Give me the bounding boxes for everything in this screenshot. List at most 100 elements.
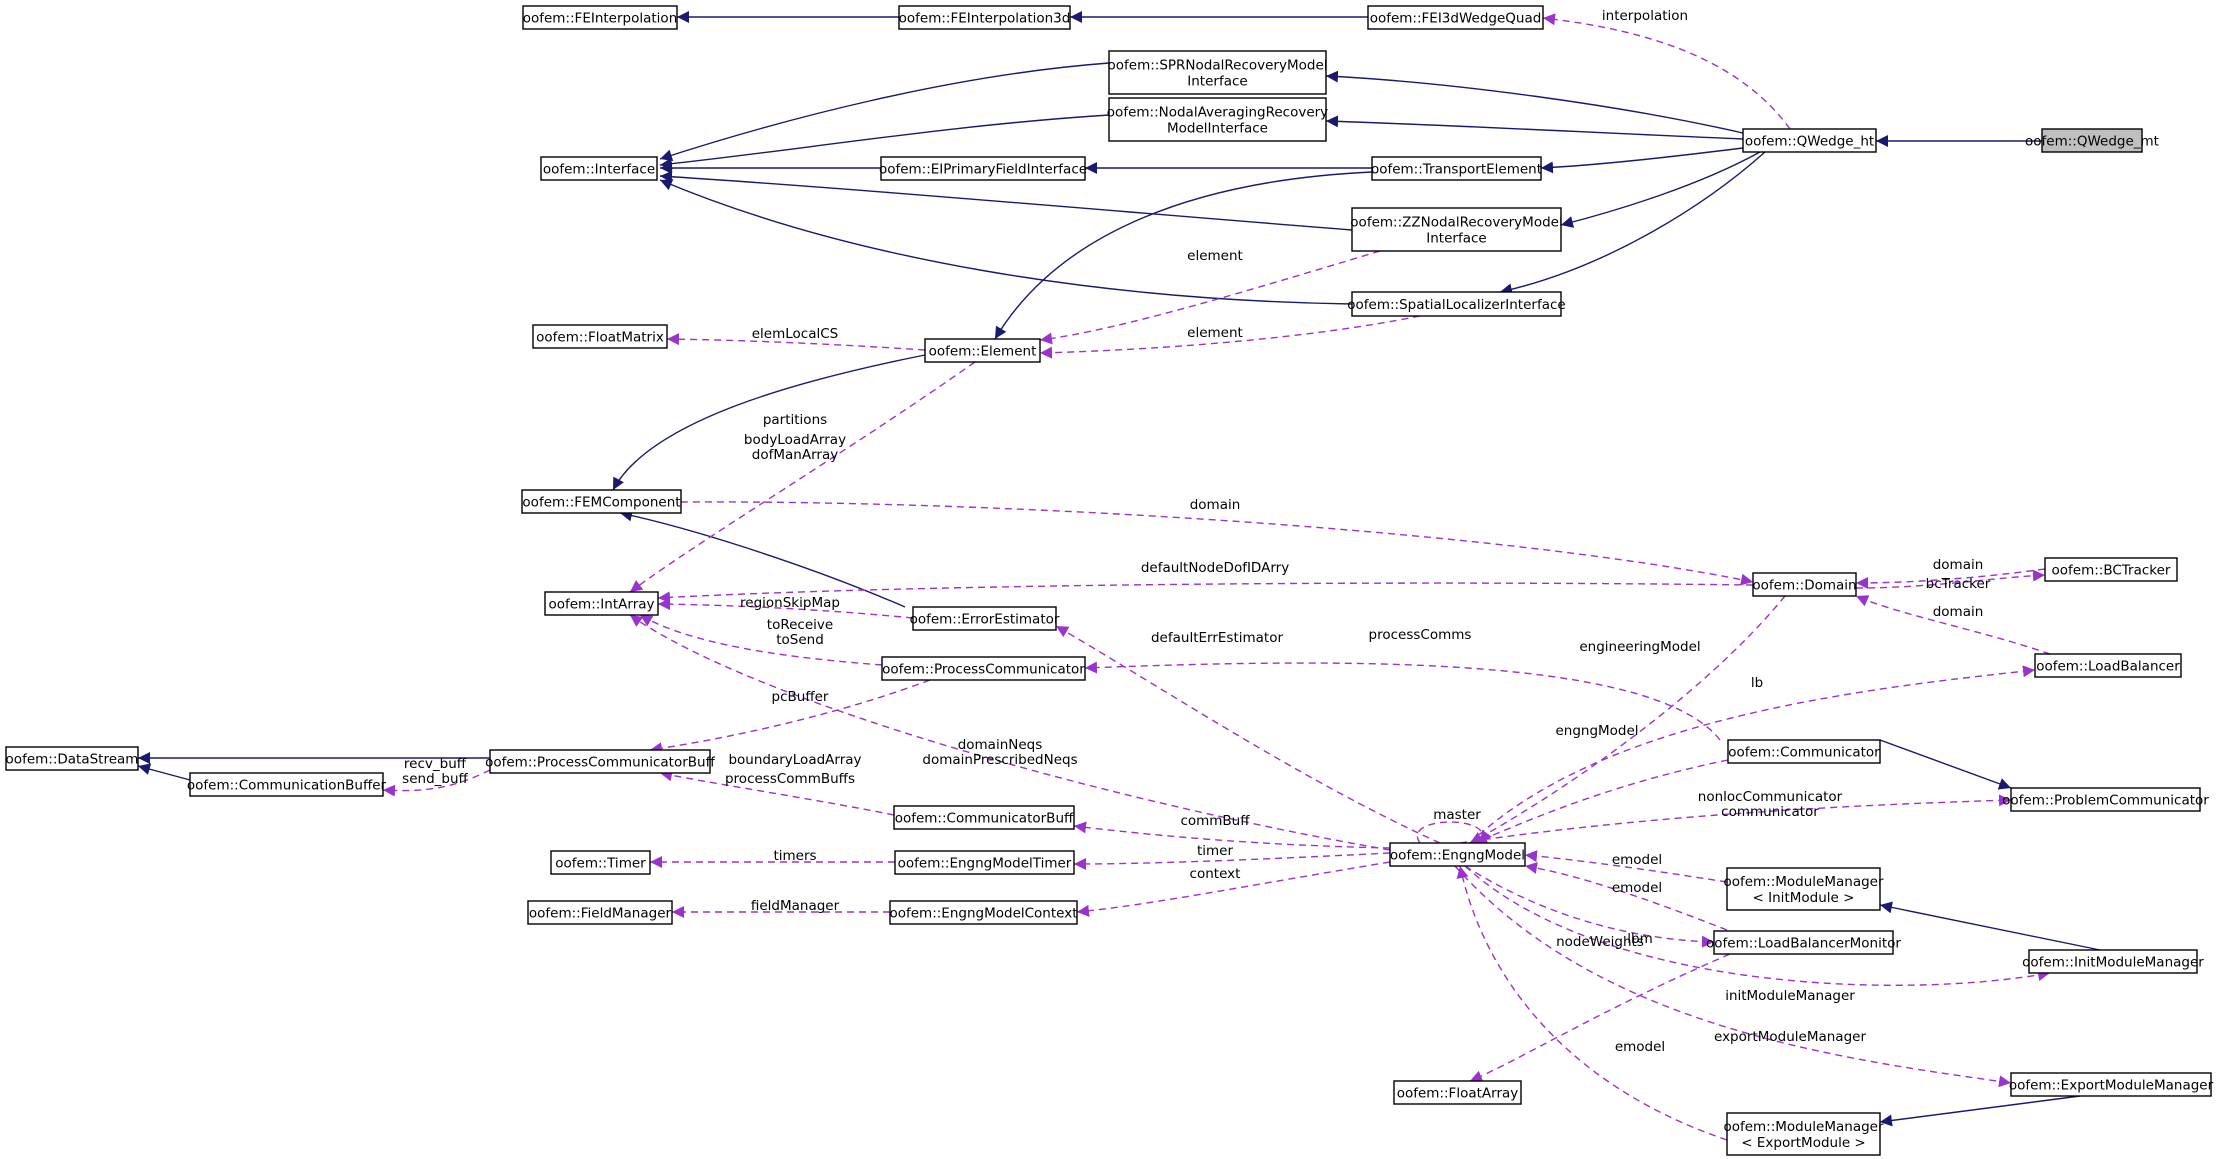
edge-label: commBuff — [1180, 813, 1250, 829]
class-name: oofem::ExportModuleManager — [2009, 1078, 2214, 1094]
usage-edge-u2 — [1039, 250, 1381, 345]
class-node-emcontext[interactable]: oofem::EngngModelContext — [889, 900, 1078, 925]
inheritance-edge-e9 — [659, 62, 1110, 161]
class-node-emtimer[interactable]: oofem::EngngModelTimer — [894, 850, 1075, 875]
usage-edge-u20 — [659, 769, 895, 816]
class-node-qwedge_mt[interactable]: oofem::QWedge_mt — [2025, 128, 2159, 153]
class-node-floatarray[interactable]: oofem::FloatArray — [1393, 1080, 1522, 1105]
edge-label: engineeringModel — [1579, 639, 1700, 655]
edge-label: bcTracker — [1926, 576, 1991, 592]
edge-label: initModuleManager — [1725, 988, 1855, 1004]
inheritance-edge-e19 — [137, 763, 191, 781]
edge-label: processCommBuffs — [725, 771, 855, 787]
class-node-loadbalancer[interactable]: oofem::LoadBalancer — [2034, 653, 2182, 678]
edge-label: regionSkipMap — [740, 595, 840, 611]
class-node-timer[interactable]: oofem::Timer — [550, 850, 651, 875]
class-node-processcommunicator[interactable]: oofem::ProcessCommunicator — [881, 656, 1086, 681]
class-node-feinterpolation3d[interactable]: oofem::FEInterpolation3d — [898, 5, 1071, 30]
class-box — [527, 900, 673, 925]
usage-edge-u9 — [1855, 569, 2046, 589]
class-box — [1726, 867, 1881, 911]
edge-label: timer — [1197, 843, 1234, 859]
edge-label: boundaryLoadArray — [728, 752, 861, 768]
edge-label: processComms — [1369, 627, 1472, 643]
class-node-errorestimator[interactable]: oofem::ErrorEstimator — [910, 606, 1060, 631]
class-box — [550, 850, 651, 875]
class-name: oofem::FloatMatrix — [536, 330, 664, 346]
class-node-exportmm[interactable]: oofem::ExportModuleManager — [2009, 1072, 2214, 1097]
class-node-nodalavg[interactable]: oofem::NodalAveragingRecoveryModelInterf… — [1107, 97, 1328, 142]
class-name: oofem::CommunicatorBuff — [895, 811, 1074, 827]
edge-label: engngModel — [1555, 723, 1638, 739]
usage-edge-u10 — [1855, 595, 2051, 655]
class-node-bctracker[interactable]: oofem::BCTracker — [2044, 557, 2178, 582]
class-name: oofem::Interface — [543, 162, 655, 178]
class-node-eiprimary[interactable]: oofem::EIPrimaryFieldInterface — [879, 156, 1087, 181]
class-node-datastream[interactable]: oofem::DataStream — [5, 746, 139, 771]
edge-label: exportModuleManager — [1714, 1029, 1866, 1045]
class-node-fieldmanager[interactable]: oofem::FieldManager — [527, 900, 673, 925]
class-node-element[interactable]: oofem::Element — [924, 338, 1041, 363]
usage-edge-u8 — [1855, 568, 2046, 589]
class-name: oofem::DataStream — [6, 752, 139, 768]
class-name: oofem::Timer — [555, 856, 646, 872]
class-box — [1351, 207, 1562, 252]
usage-edge-u35 — [1456, 865, 1728, 1141]
class-name: oofem::TransportElement — [1371, 162, 1542, 178]
usage-edge-u12 — [639, 614, 883, 666]
edge-label: element — [1187, 325, 1243, 341]
inheritance-edge-e5 — [1560, 151, 1761, 228]
class-node-lbmonitor[interactable]: oofem::LoadBalancerMonitor — [1706, 930, 1901, 955]
class-box — [880, 156, 1086, 181]
class-node-femcomponent[interactable]: oofem::FEMComponent — [521, 489, 682, 514]
class-name: oofem::InitModuleManager — [2022, 955, 2204, 971]
inheritance-edge-e4 — [1540, 147, 1744, 174]
class-name: oofem::LoadBalancerMonitor — [1706, 936, 1901, 952]
class-name: oofem::FEInterpolation — [523, 11, 678, 27]
class-node-interface[interactable]: oofem::Interface — [540, 156, 658, 181]
edge-labels-layer: interpolationelementelementelemLocalCSbo… — [402, 8, 1991, 1055]
class-box — [1393, 1080, 1522, 1105]
usage-edge-u5 — [629, 361, 976, 593]
usage-edge-u1 — [1542, 13, 1791, 130]
usage-edge-u13 — [1055, 625, 1441, 844]
class-node-qwedge_ht[interactable]: oofem::QWedge_ht — [1742, 128, 1877, 153]
class-box — [1742, 128, 1877, 153]
class-node-domain[interactable]: oofem::Domain — [1752, 572, 1857, 597]
class-name: oofem::EngngModelContext — [889, 906, 1077, 922]
inheritance-edge-e12 — [659, 170, 1353, 231]
class-node-transportelement[interactable]: oofem::TransportElement — [1371, 156, 1542, 181]
edge-label: emodel — [1612, 880, 1662, 896]
class-node-engngmodel[interactable]: oofem::EngngModel — [1389, 842, 1526, 867]
class-node-feinterpolation[interactable]: oofem::FEInterpolation — [522, 5, 678, 30]
class-node-pcbuff[interactable]: oofem::ProcessCommunicatorBuff — [485, 749, 716, 774]
class-node-spatialloc[interactable]: oofem::SpatialLocalizerInterface — [1347, 291, 1566, 317]
class-name: oofem::ErrorEstimator — [910, 612, 1060, 628]
class-name: oofem::FloatArray — [1397, 1086, 1519, 1102]
class-node-initmm[interactable]: oofem::InitModuleManager — [2022, 949, 2204, 974]
class-node-communicator[interactable]: oofem::Communicator — [1727, 739, 1881, 764]
class-box — [2041, 128, 2143, 153]
class-node-mminit[interactable]: oofem::ModuleManager< InitModule > — [1723, 867, 1884, 911]
class-node-fei3dwedgequad[interactable]: oofem::FEI3dWedgeQuad — [1367, 5, 1544, 30]
class-box — [5, 746, 139, 771]
class-name: oofem::EngngModel — [1390, 848, 1525, 864]
class-node-problemcomm[interactable]: oofem::ProblemCommunicator — [2002, 787, 2209, 812]
class-node-intarray[interactable]: oofem::IntArray — [544, 591, 659, 616]
class-box — [2010, 787, 2201, 812]
class-box — [2034, 653, 2182, 678]
usage-edge-u16 — [1469, 665, 2036, 844]
class-box — [1389, 842, 1526, 867]
edge-label: dofManArray — [752, 447, 838, 463]
class-box — [522, 5, 678, 30]
edge-label: recv_buff — [404, 756, 467, 772]
edge-label: domain — [1933, 557, 1984, 573]
class-node-mmexport[interactable]: oofem::ModuleManager< ExportModule > — [1723, 1112, 1884, 1156]
inheritance-edge-e10 — [659, 114, 1110, 170]
class-node-floatmatrix[interactable]: oofem::FloatMatrix — [532, 324, 668, 349]
class-node-commbuff[interactable]: oofem::CommunicatorBuff — [893, 805, 1075, 830]
class-node-commbuffer[interactable]: oofem::CommunicationBuffer — [187, 772, 387, 797]
usage-edge-u3 — [1039, 315, 1421, 359]
